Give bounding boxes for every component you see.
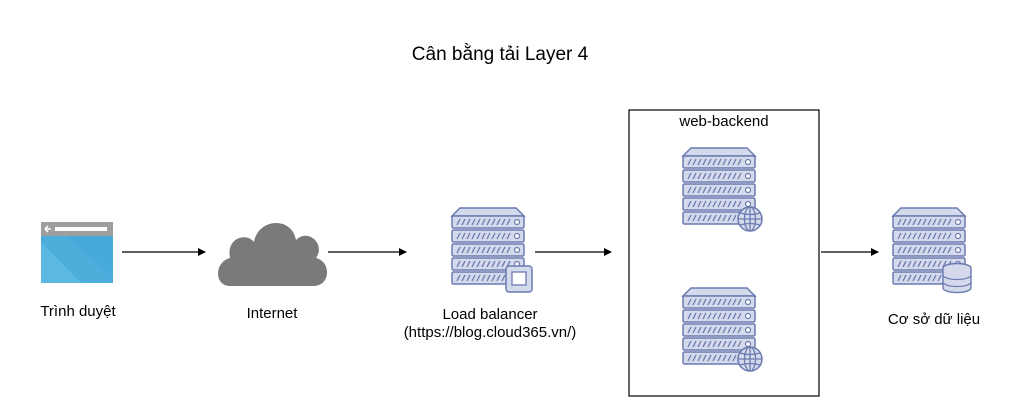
web-backend-label: web-backend (679, 113, 769, 130)
database-server-icon (893, 208, 972, 294)
diagram-title: Cân bằng tải Layer 4 (411, 44, 589, 65)
cloud-icon (218, 222, 328, 286)
database-label: Cơ sở dữ liệu (887, 311, 981, 328)
web-backend-group (628, 109, 820, 397)
load-balancer-label: Load balancer (442, 306, 538, 323)
browser-label: Trình duyệt (40, 303, 116, 320)
server-proxy-icon (452, 208, 533, 293)
web-server-icon (683, 148, 763, 232)
internet-label: Internet (246, 305, 298, 322)
browser-window-icon (41, 222, 113, 283)
web-server-icon (683, 288, 763, 372)
load-balancer-url: (https://blog.cloud365.vn/) (403, 324, 577, 341)
